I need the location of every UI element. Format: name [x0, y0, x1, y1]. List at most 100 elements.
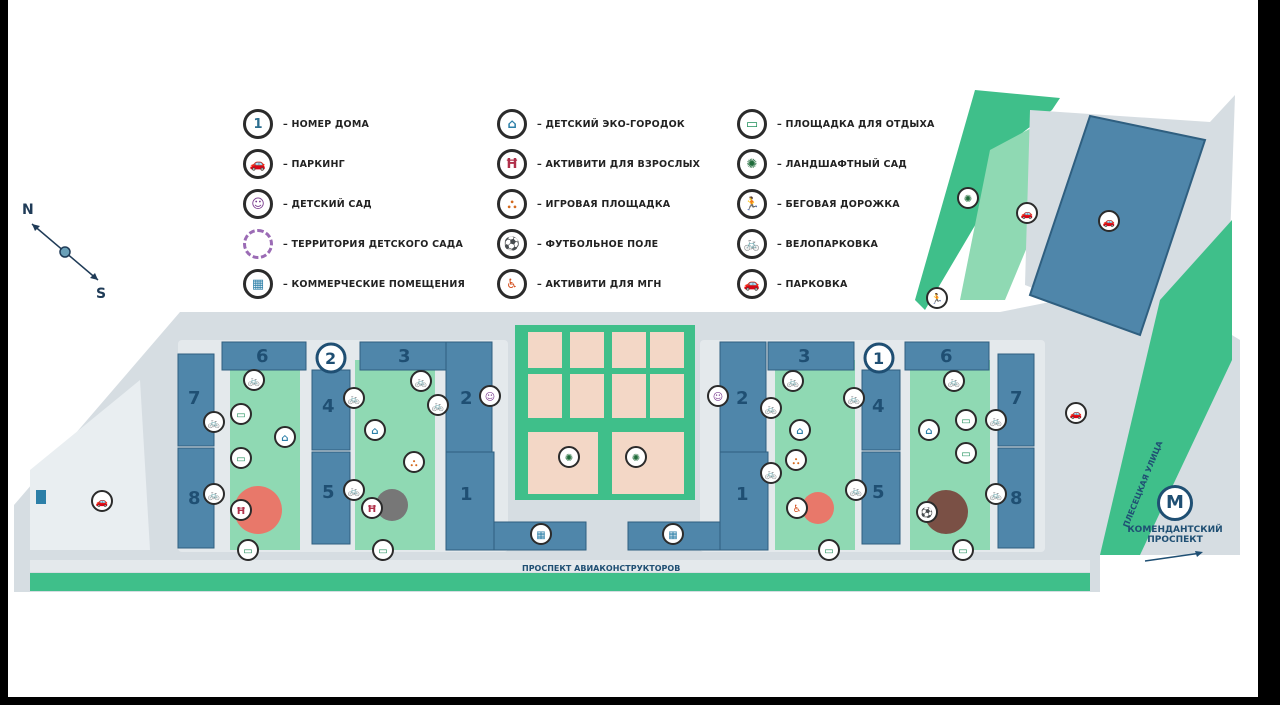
- building-5-west: 5: [322, 482, 335, 503]
- svg-text:🚲: 🚲: [787, 377, 799, 388]
- legend-label: – ПЛОЩАДКА ДЛЯ ОТДЫХА: [777, 118, 935, 130]
- svg-text:⌂: ⌂: [796, 426, 803, 437]
- street-green-strip: [30, 573, 1090, 591]
- building-4-west: 4: [322, 396, 335, 417]
- building-5-east: 5: [872, 482, 885, 503]
- svg-text:♿: ♿: [793, 504, 802, 515]
- svg-text:▭: ▭: [236, 454, 245, 465]
- svg-text:⛬: ⛬: [793, 456, 800, 467]
- building-1-east: 1: [736, 484, 749, 505]
- legend-item-bike-parking: 🚲– ВЕЛОПАРКОВКА: [737, 226, 878, 262]
- svg-text:☺: ☺: [485, 392, 495, 403]
- svg-text:🚲: 🚲: [208, 418, 220, 429]
- svg-text:🚲: 🚲: [848, 394, 860, 405]
- svg-text:🚗: 🚗: [1070, 409, 1082, 420]
- bike-marker-icon: 🚲: [203, 483, 225, 505]
- metro-name-line1: КОМЕНДАНТСКИЙ: [1127, 525, 1223, 535]
- west-parking-lot: [30, 380, 150, 550]
- svg-text:✺: ✺: [565, 453, 573, 464]
- east-green-strip: [1100, 220, 1232, 555]
- svg-text:🚲: 🚲: [850, 486, 862, 497]
- garden-icon: ✺: [737, 149, 767, 179]
- eco-town-marker-icon: ⌂: [918, 419, 940, 441]
- legend-item-eco-town: ⌂– ДЕТСКИЙ ЭКО-ГОРОДОК: [497, 106, 685, 142]
- svg-text:🚗: 🚗: [1021, 209, 1033, 220]
- svg-text:✺: ✺: [632, 453, 640, 464]
- svg-text:⌂: ⌂: [371, 426, 378, 437]
- svg-text:▭: ▭: [378, 546, 387, 557]
- legend-label: – НОМЕР ДОМА: [283, 118, 370, 130]
- bench-marker-icon: ▭: [230, 447, 252, 469]
- child-marker-icon: ☺: [707, 385, 729, 407]
- eco-town-marker-icon: ⌂: [789, 419, 811, 441]
- eco-town-marker-icon: ⌂: [274, 426, 296, 448]
- svg-text:▭: ▭: [243, 546, 252, 557]
- legend-label: – ФУТБОЛЬНОЕ ПОЛЕ: [537, 238, 659, 250]
- bike-marker-icon: 🚲: [343, 479, 365, 501]
- bike-marker-icon: 🚲: [760, 462, 782, 484]
- building-3-east: 3: [798, 346, 811, 367]
- compass-south-label: S: [96, 286, 107, 302]
- svg-text:🚲: 🚲: [432, 401, 444, 412]
- bench-marker-icon: ▭: [230, 403, 252, 425]
- building-numbers: 7 6 8 4 5 3 2 1 2 1 3 4 5 6 7 8: [188, 346, 1023, 509]
- screen-border-left: [0, 0, 8, 705]
- legend-item-house-number: 1 – НОМЕР ДОМА: [243, 106, 369, 142]
- legend-item-car-parking: 🚗– ПАРКОВКА: [737, 266, 848, 302]
- bench-marker-icon: ▭: [955, 442, 977, 464]
- car-icon: 🚗: [737, 269, 767, 299]
- bench-icon: ▭: [737, 109, 767, 139]
- building-2-east: 2: [736, 388, 749, 409]
- svg-text:▭: ▭: [236, 410, 245, 421]
- building-3-west: 3: [398, 346, 411, 367]
- svg-text:☺: ☺: [713, 392, 723, 403]
- circle-plaza-east: [802, 492, 834, 524]
- basket-marker-icon: ▦: [662, 523, 684, 545]
- legend-label: – ПАРКИНГ: [283, 158, 345, 170]
- street-label-main: ПРОСПЕКТ АВИАКОНСТРУКТОРОВ: [522, 564, 680, 573]
- runner-marker-icon: 🏃: [926, 287, 948, 309]
- svg-text:🚲: 🚲: [990, 416, 1002, 427]
- svg-text:🚲: 🚲: [348, 486, 360, 497]
- svg-text:2: 2: [325, 349, 336, 368]
- basket-icon: ▦: [243, 269, 273, 299]
- svg-text:🚲: 🚲: [948, 377, 960, 388]
- house-number-icon: 1: [243, 109, 273, 139]
- wheelchair-marker-icon: ♿: [786, 497, 808, 519]
- child-marker-icon: ☺: [479, 385, 501, 407]
- bench-marker-icon: ▭: [955, 409, 977, 431]
- svg-text:🚲: 🚲: [990, 490, 1002, 501]
- bike-marker-icon: 🚲: [760, 397, 782, 419]
- compass-icon: [31, 223, 99, 281]
- legend-label: – АКТИВИТИ ДЛЯ ВЗРОСЛЫХ: [537, 158, 701, 170]
- legend-item-kindergarten: ☺– ДЕТСКИЙ САД: [243, 186, 372, 222]
- building-4-east: 4: [872, 396, 885, 417]
- slide-marker-icon: ⛬: [403, 451, 425, 473]
- bike-marker-icon: 🚲: [985, 409, 1007, 431]
- house-number-marker-2: 2: [315, 342, 347, 374]
- car-marker-icon: 🚗: [1016, 202, 1038, 224]
- car-marker-icon: 🚗: [1098, 210, 1120, 232]
- svg-text:🚲: 🚲: [765, 469, 777, 480]
- swing-marker-icon: Ħ: [230, 499, 252, 521]
- legend-label: – ДЕТСКИЙ САД: [283, 198, 372, 210]
- svg-text:▭: ▭: [824, 546, 833, 557]
- legend-label: – ИГРОВАЯ ПЛОЩАДКА: [537, 198, 671, 210]
- legend-label: – БЕГОВАЯ ДОРОЖКА: [777, 198, 900, 210]
- building-8-west: 8: [188, 488, 201, 509]
- metro-station: M КОМЕНДАНТСКИЙ ПРОСПЕКТ: [1125, 485, 1225, 567]
- bike-marker-icon: 🚲: [203, 411, 225, 433]
- basket-marker-icon: ▦: [530, 523, 552, 545]
- screen-border-bottom: [0, 697, 1280, 705]
- bike-marker-icon: 🚲: [427, 394, 449, 416]
- legend-label: – КОММЕРЧЕСКИЕ ПОМЕЩЕНИЯ: [283, 278, 465, 290]
- house-number-marker-1: 1: [863, 342, 895, 374]
- svg-text:🏃: 🏃: [931, 292, 943, 305]
- bench-marker-icon: ▭: [818, 539, 840, 561]
- west-kiosk: [36, 490, 46, 504]
- building-7-east: 7: [1010, 388, 1023, 409]
- bike-marker-icon: 🚲: [985, 483, 1007, 505]
- svg-text:🚗: 🚗: [1103, 217, 1115, 228]
- legend-item-kindergarten-area: – ТЕРРИТОРИЯ ДЕТСКОГО САДА: [243, 226, 463, 262]
- metro-name-line2: ПРОСПЕКТ: [1147, 535, 1203, 545]
